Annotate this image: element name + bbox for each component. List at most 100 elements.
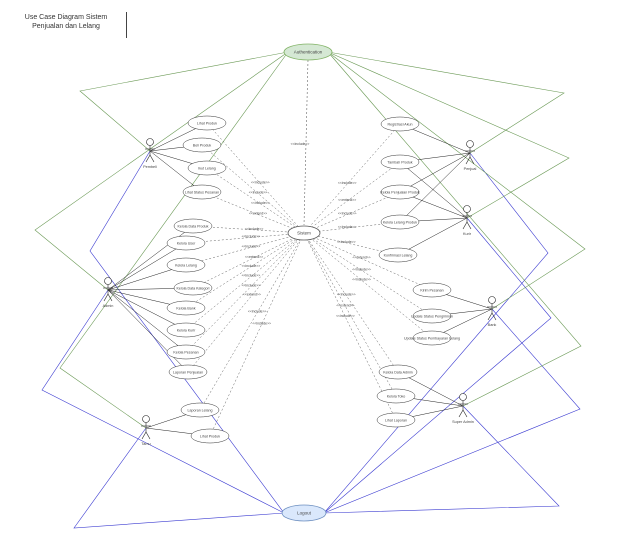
actor-label: Pembeli bbox=[143, 165, 157, 169]
use-case-label: Konfirmasi Lelang bbox=[384, 253, 413, 257]
authentication-use-case-shape bbox=[283, 43, 333, 61]
actor-leg bbox=[107, 293, 113, 302]
actor-figure: Bank bbox=[487, 296, 497, 327]
actor-leg bbox=[149, 154, 155, 163]
actor-head bbox=[466, 140, 474, 148]
actor-to-logout-line bbox=[41, 289, 285, 514]
actor-to-authentication-line bbox=[79, 51, 289, 152]
actor-label: Super Admin bbox=[452, 420, 474, 424]
logout-use-case-label: Logout bbox=[297, 511, 312, 516]
use-case-label: Kelola Bank bbox=[176, 306, 195, 310]
use-case: Tambah Produk bbox=[380, 154, 420, 170]
use-case-label: Ikut Lelang bbox=[198, 166, 216, 170]
include-label: <<include>> bbox=[242, 274, 261, 278]
use-case-label: Registrasi Akun bbox=[388, 122, 413, 126]
include-label: <<include>> bbox=[336, 314, 355, 318]
use-case-label: Laporan Penjualan bbox=[173, 370, 203, 374]
include-extend-lines bbox=[185, 59, 433, 437]
association-line bbox=[399, 161, 468, 219]
actor-label: Bank bbox=[488, 323, 497, 327]
include-label: <<include>> bbox=[252, 321, 271, 325]
include-line bbox=[303, 191, 401, 234]
system-use-case-label: Sistem bbox=[297, 231, 311, 236]
use-case-shape bbox=[380, 214, 420, 230]
system-use-case: Sistem bbox=[287, 225, 321, 241]
use-case-shape bbox=[190, 428, 230, 444]
use-case-label: Laporan Lelang bbox=[188, 408, 213, 412]
use-case: Lihat Status Pesanan bbox=[182, 184, 222, 200]
include-line bbox=[201, 144, 305, 234]
use-case-label: Kelola Data Kategori bbox=[177, 286, 210, 290]
include-label: <<extend>> bbox=[249, 212, 267, 216]
actor-to-authentication-line bbox=[327, 51, 582, 407]
logout-use-case: Logout bbox=[281, 504, 327, 522]
actor-label: Penjual bbox=[464, 167, 477, 171]
actor-leg bbox=[465, 156, 471, 165]
include-label: <<include>> bbox=[352, 267, 371, 271]
use-case-label: Kelola Toko bbox=[387, 394, 406, 398]
actor-to-authentication-line bbox=[327, 51, 586, 310]
actor-to-authentication-line bbox=[59, 51, 289, 429]
include-label: <<include>> bbox=[338, 225, 357, 229]
association-line bbox=[107, 242, 187, 291]
include-label: <<include>> bbox=[291, 142, 310, 146]
actor-to-logout-line bbox=[323, 405, 560, 514]
actor-figure: Kurir bbox=[462, 205, 472, 236]
actor-head bbox=[463, 205, 471, 213]
use-case: Kelola Kurir bbox=[166, 322, 206, 338]
include-line bbox=[192, 232, 305, 289]
include-line bbox=[303, 123, 401, 234]
use-case-shape bbox=[166, 344, 206, 360]
use-case: Kelola Penjualan Produk bbox=[380, 184, 420, 200]
use-case: Ikut Lelang bbox=[187, 160, 227, 176]
use-case-shape bbox=[173, 218, 213, 234]
use-case-label: Lihat Produk bbox=[197, 121, 217, 125]
include-line bbox=[303, 232, 397, 421]
use-case-label: Lihat Status Pesanan bbox=[185, 190, 219, 194]
title-divider bbox=[126, 12, 127, 38]
include-label: <<include>> bbox=[251, 181, 270, 185]
include-label: <<extend>> bbox=[336, 303, 354, 307]
actor-head bbox=[459, 393, 467, 401]
use-case: Kelola Data Produk bbox=[173, 218, 213, 234]
include-label: <<extend>> bbox=[245, 255, 263, 259]
use-case: Update Status Pembayaran Lelang bbox=[404, 330, 460, 346]
association-line bbox=[107, 289, 187, 353]
actor-leg bbox=[487, 312, 493, 321]
actor-to-authentication-line bbox=[327, 51, 565, 154]
authentication-use-case-label: Authentication bbox=[294, 50, 323, 55]
actor-figure: Admin bbox=[103, 277, 113, 308]
include-label: <<include>> bbox=[245, 227, 264, 231]
use-case: Kelola Pesanan bbox=[166, 344, 206, 360]
use-case-shape bbox=[168, 364, 208, 380]
actor-figure: Penjual bbox=[464, 140, 477, 171]
use-case-label: Kelola Data Admin bbox=[383, 370, 413, 374]
include-line bbox=[303, 232, 397, 397]
association-line bbox=[399, 152, 471, 223]
include-label: <<include>> bbox=[242, 235, 261, 239]
association-line bbox=[107, 225, 194, 291]
use-case-label: Update Status Pengiriman bbox=[411, 314, 453, 318]
use-case-shape bbox=[166, 257, 206, 273]
actor-head bbox=[104, 277, 112, 285]
use-case: Laporan Penjualan bbox=[168, 364, 208, 380]
association-line bbox=[149, 150, 203, 193]
association-line bbox=[397, 217, 468, 256]
include-line bbox=[303, 232, 433, 317]
include-line bbox=[206, 167, 305, 234]
use-case-shape bbox=[180, 402, 220, 418]
include-line bbox=[185, 232, 305, 266]
system-use-case-shape bbox=[287, 225, 321, 241]
actor-label: Tamu bbox=[141, 442, 150, 446]
actor-usecase-lines bbox=[107, 122, 493, 437]
use-case: Kelola User bbox=[166, 235, 206, 251]
use-case-label: Lihat Produk bbox=[200, 434, 220, 438]
include-label: <<extend>> bbox=[338, 198, 356, 202]
actor-to-logout-line bbox=[323, 217, 552, 514]
use-case-shape bbox=[412, 330, 452, 346]
use-case: Registrasi Akun bbox=[380, 116, 420, 132]
actor-to-logout-line bbox=[89, 150, 285, 514]
use-case: Kelola Data Kategori bbox=[173, 280, 213, 296]
